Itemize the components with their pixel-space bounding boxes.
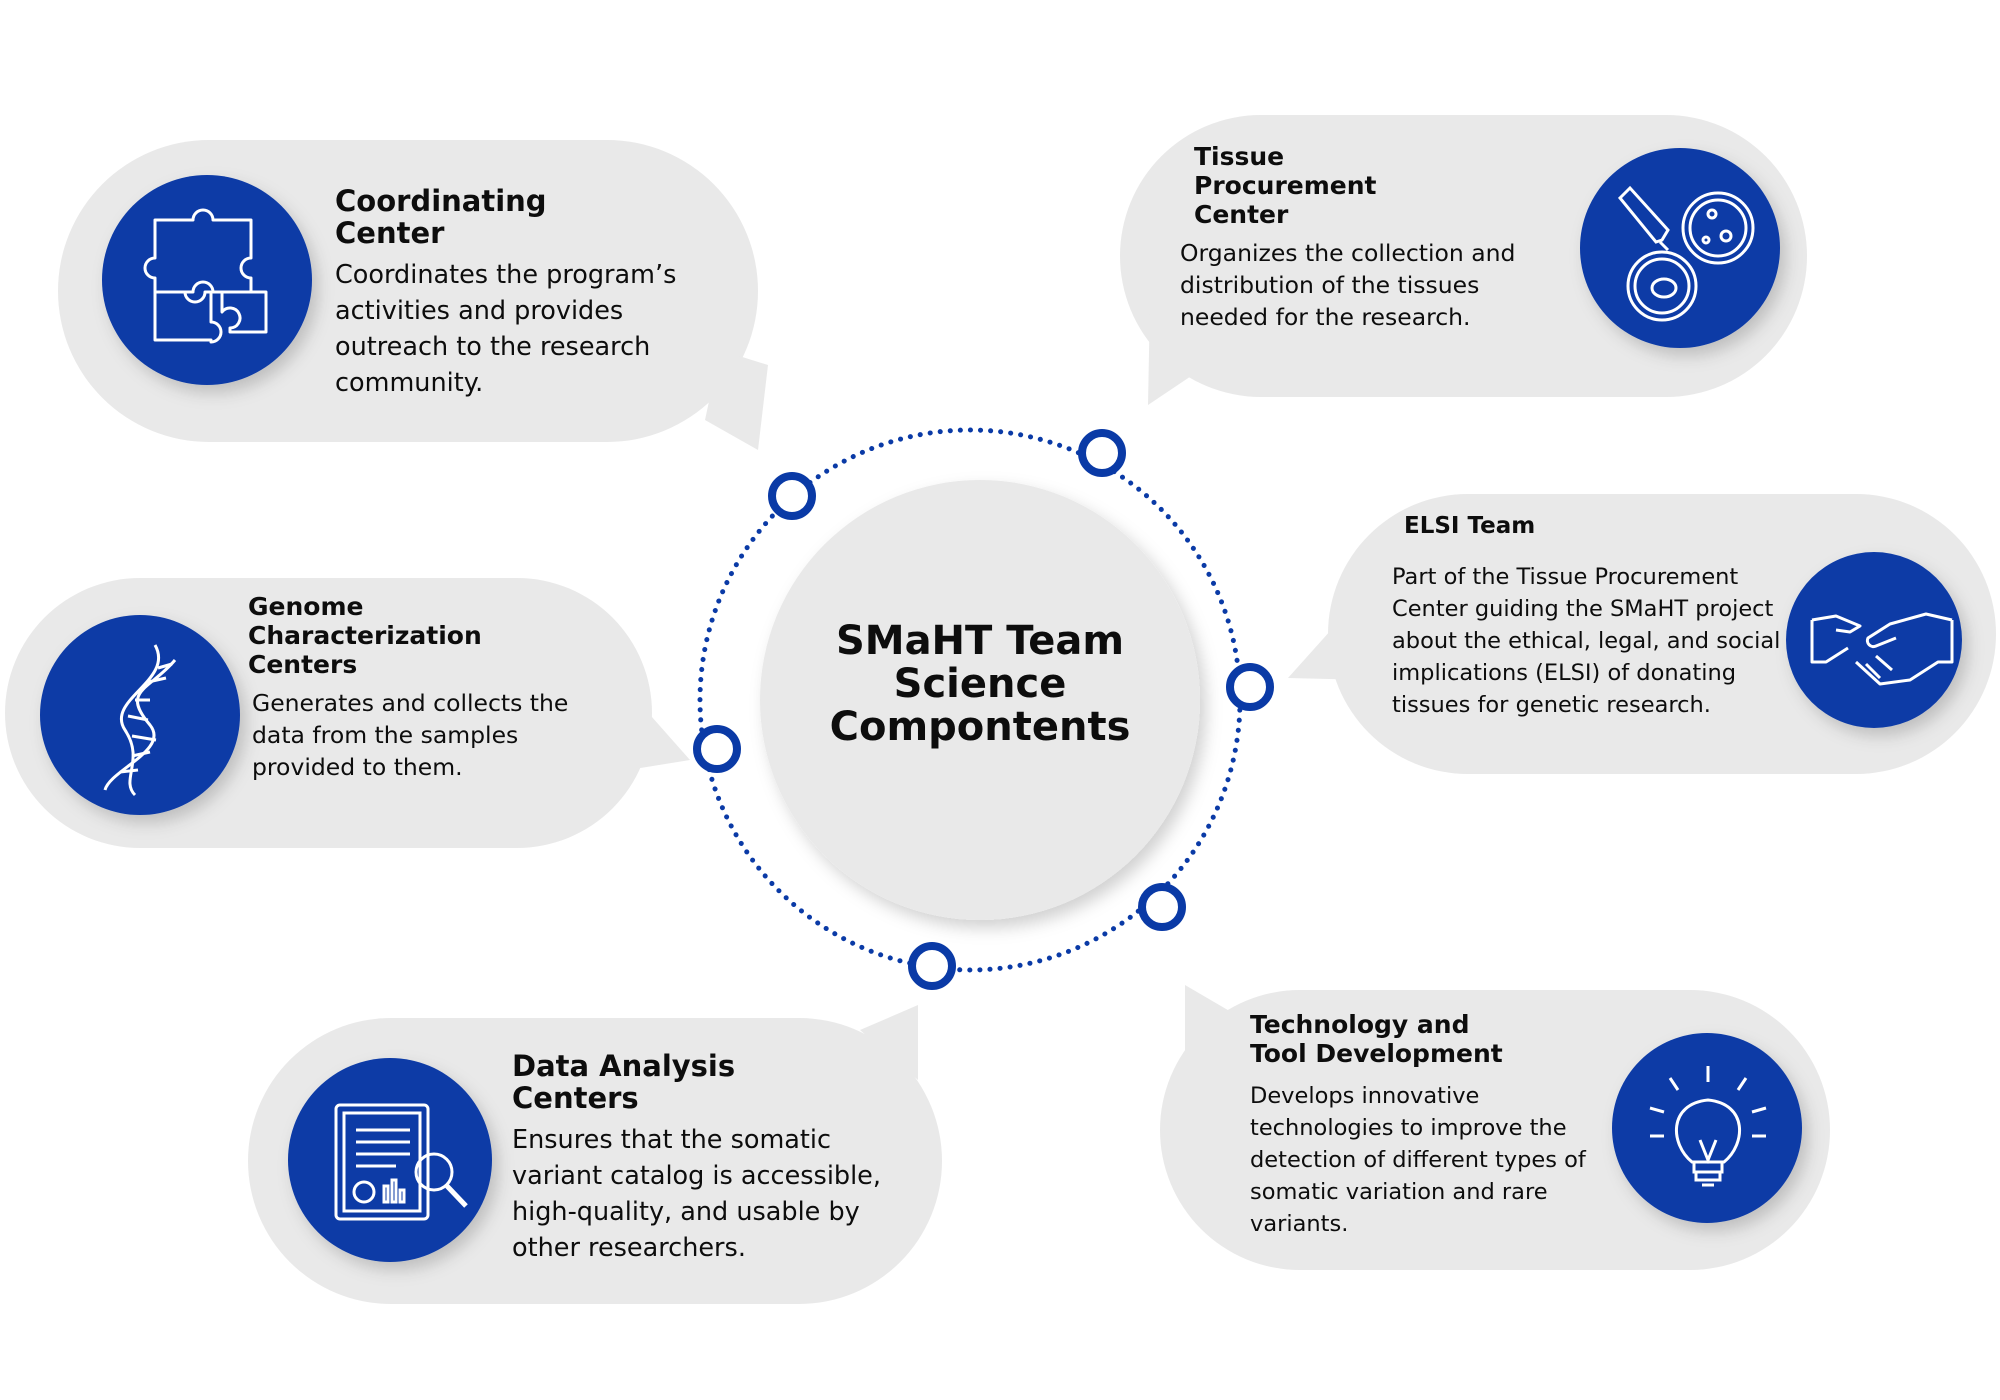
component-description: Organizes the collection and distributio… <box>1180 239 1516 331</box>
puzzle-icon <box>143 208 268 344</box>
component-title: Technology and Tool Development <box>1250 1010 1503 1068</box>
ring-node <box>1226 663 1274 711</box>
report-magnifier-icon <box>334 1103 468 1221</box>
ring-node <box>908 942 956 990</box>
icon-circle-genome <box>40 615 240 815</box>
component-title: Coordinating Center <box>335 184 547 250</box>
component-title: Genome Characterization Centers <box>248 592 482 679</box>
component-title: Data Analysis Centers <box>512 1049 736 1115</box>
component-title: ELSI Team <box>1404 513 1536 539</box>
handshake-icon <box>1810 612 1954 686</box>
component-elsi: ELSI Team Part of the Tissue Procurement… <box>1392 512 1797 721</box>
ring-node <box>768 472 816 520</box>
center-title: SMaHT Team Science Compontents <box>829 618 1131 750</box>
component-coordinating: Coordinating Center Coordinates the prog… <box>335 185 735 401</box>
component-description: Ensures that the somatic variant catalog… <box>512 1125 881 1263</box>
icon-circle-technology <box>1612 1033 1802 1223</box>
component-description: Generates and collects the data from the… <box>252 689 569 781</box>
component-data-analysis: Data Analysis Centers Ensures that the s… <box>512 1050 917 1266</box>
component-description: Coordinates the program’s activities and… <box>335 260 677 398</box>
ring-node <box>1078 429 1126 477</box>
component-description: Part of the Tissue Procurement Center gu… <box>1392 564 1781 718</box>
component-technology: Technology and Tool Development Develops… <box>1250 1010 1615 1240</box>
ring-node <box>693 725 741 773</box>
lightbulb-icon <box>1649 1066 1767 1187</box>
icon-circle-tissue <box>1580 148 1780 348</box>
ring-nodes <box>693 429 1274 990</box>
component-title: Tissue Procurement Center <box>1194 142 1377 229</box>
center-circle <box>760 480 1200 920</box>
petri-dish-dropper-icon <box>1617 185 1755 322</box>
icon-circle-elsi <box>1786 552 1962 728</box>
ring-node <box>1138 883 1186 931</box>
component-tissue: Tissue Procurement Center Organizes the … <box>1180 142 1535 333</box>
component-description: Develops innovative technologies to impr… <box>1250 1083 1586 1237</box>
icon-circle-coordinating <box>102 175 312 385</box>
component-genome: Genome Characterization Centers Generate… <box>248 592 628 783</box>
icon-circle-data-analysis <box>288 1058 492 1262</box>
dna-icon <box>103 644 177 797</box>
